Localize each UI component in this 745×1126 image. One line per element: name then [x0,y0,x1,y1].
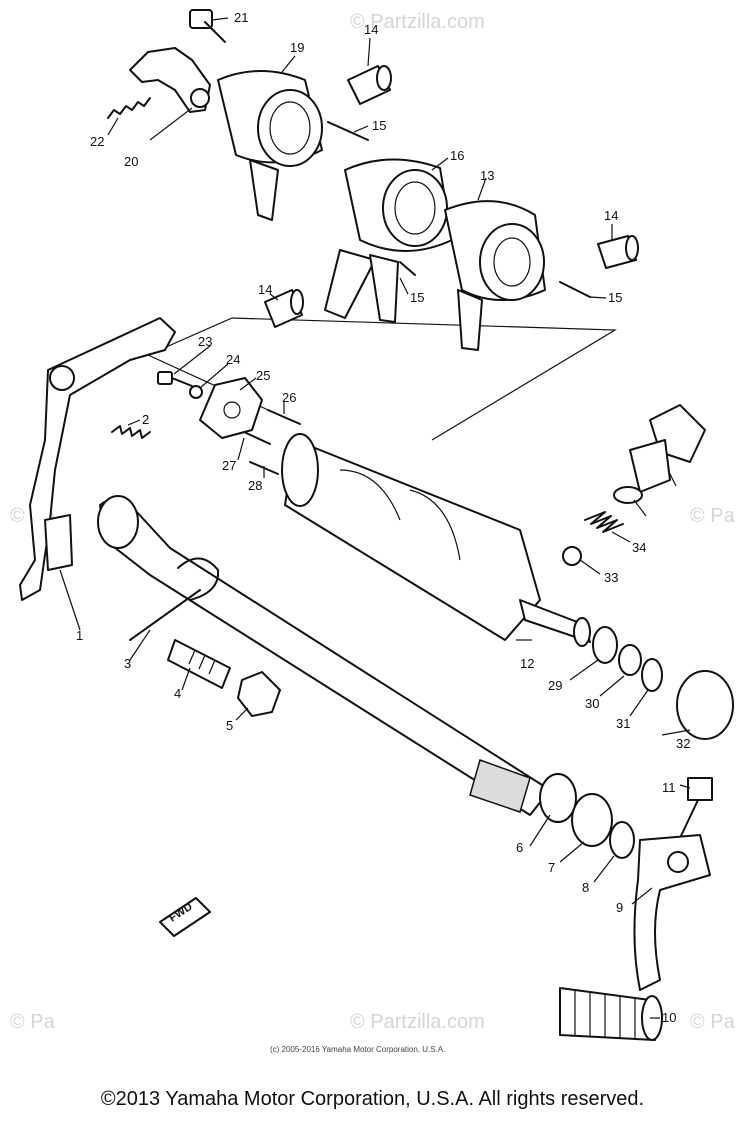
callout-22: 23 [198,334,212,349]
part-32-spring [584,511,624,533]
callout-5: 5 [226,718,233,733]
part-24-lever [129,47,211,113]
callout-18: 26 [282,390,296,405]
part-14-pin-left [264,289,304,328]
part-1-pivot [49,365,75,391]
callout-23: 24 [226,352,240,367]
callout-12: 12 [520,656,534,671]
part-33-washer [613,486,643,504]
callout-29: 31 [616,716,630,731]
part-2-spring [111,425,151,439]
small-copyright: (c) 2005-2016 Yamaha Motor Corporation, … [270,1045,446,1054]
part-7-washer [571,793,613,847]
part-26-spring [107,97,151,119]
watermark-bottom-left: © Pa [10,1011,56,1033]
part-15-pin-right [559,281,591,298]
callout-28: 30 [585,696,599,711]
callout-15-top: 15 [372,118,386,133]
callout-27: 29 [548,678,562,693]
callout-19: 27 [222,458,236,473]
callout-16: 16 [450,148,464,163]
part-11-bolt [679,777,713,839]
part-14-pin-right [597,235,639,269]
watermark-right: © Pa [690,505,736,527]
part-30-plug [676,670,734,740]
callout-11: 11 [662,780,676,795]
part-15-pin-top [327,121,369,141]
callout-24: 20 [124,154,138,169]
part-5-nut [237,671,281,717]
part-28-bearing [618,644,642,676]
part-27-washer [592,626,618,664]
part-29-circlip [641,658,663,692]
part-21-cam [199,377,263,439]
copyright-notice: ©2013 Yamaha Motor Corporation, U.S.A. A… [100,1088,645,1110]
callout-1: 1 [76,628,83,643]
part-21-hub [223,401,241,419]
part-34-bolt [629,404,706,493]
part-17-shift-fork [217,70,323,221]
part-23-washer [189,385,203,399]
callout-20: 28 [248,478,262,493]
callout-15-right: 15 [608,290,622,305]
callout-8: 8 [582,880,589,895]
part-15-pin-mid [399,261,416,276]
callout-25: 21 [234,10,248,25]
part-25-bolt [189,9,226,43]
callout-13: 13 [480,168,494,183]
callout-6: 6 [516,840,523,855]
part-8-circlip [609,821,635,859]
part-3-spring [177,557,220,601]
callout-14-right: 14 [604,208,618,223]
callout-2: 2 [142,412,149,427]
callout-32: 34 [632,540,646,555]
callout-17: 19 [290,40,304,55]
part-1-tab [44,514,73,571]
callout-10: 10 [662,1010,676,1025]
part-14-pin-top [347,65,392,105]
callout-21: 25 [256,368,270,383]
part-3-pin [129,589,201,641]
shift-shaft [97,495,551,816]
part-4-stud [167,639,231,689]
callout-15-mid: 15 [410,290,424,305]
callout-14-left: 14 [258,282,272,297]
callout-7: 7 [548,860,555,875]
bracket-outline [147,317,618,441]
callout-3: 3 [124,656,131,671]
part-19-pin [243,431,271,445]
part-24-hole [190,88,210,108]
fwd-arrow: FWD [159,897,211,937]
part-9-shift-pedal [633,834,711,991]
watermark-bottom-right: © Pa [690,1011,736,1033]
callout-14-top: 14 [364,22,378,37]
part-10-pedal-rubber [559,987,663,1041]
callout-31: 33 [604,570,618,585]
callout-26: 22 [90,134,104,149]
part-13-shift-fork [444,200,546,351]
part-18-pin [267,409,301,425]
part-22-bolt [157,371,193,387]
part-31-ball [562,546,582,566]
watermark-bottom: © Partzilla.com [350,1011,485,1033]
callout-4: 4 [174,686,181,701]
callout-labels: 21 14 19 15 16 13 14 15 15 14 22 20 23 2… [76,10,690,1025]
callout-9: 9 [616,900,623,915]
part-16-shift-fork [324,158,453,323]
part-12-shift-drum [281,433,591,647]
part-6-washer [539,773,577,823]
leader-lines [59,17,691,1019]
watermark-top: © Partzilla.com [350,11,485,33]
callout-30: 32 [676,736,690,751]
